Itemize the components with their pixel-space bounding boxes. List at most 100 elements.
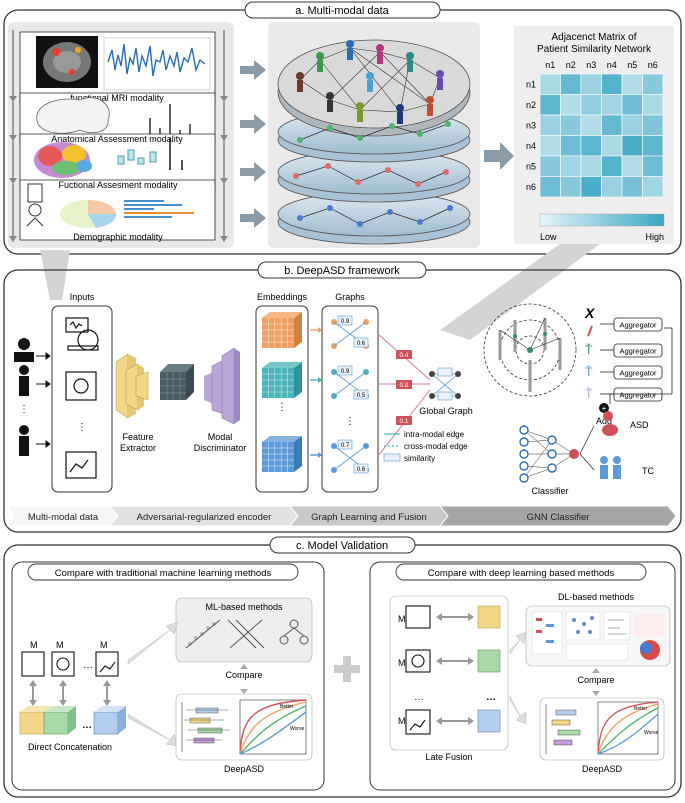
concat-cubes (19, 706, 126, 735)
panel-a: a. Multi-modal data functional MRI (3, 1, 682, 255)
matrix-cell (642, 73, 664, 95)
lf-arrows (436, 613, 474, 725)
inputs-label: Inputs (70, 292, 95, 302)
tau3-symbol-icon: Ť (585, 386, 593, 401)
edge-weight-box (337, 315, 353, 326)
modal-disc-label-2: Discriminator (194, 443, 247, 453)
fusion-weight-box (396, 350, 412, 359)
matrix-cell (642, 114, 664, 136)
matrix-cell (539, 73, 561, 95)
edge-weight-box (337, 439, 353, 450)
ml-compare-arrows (240, 664, 248, 694)
ml-deepasd-label: DeepASD (224, 764, 265, 774)
late-fusion-label: Late Fusion (425, 752, 472, 762)
embedding-cube (262, 318, 294, 348)
monitor-icon (65, 317, 89, 333)
brain-report-icon (65, 371, 97, 401)
fmri-signal-box (103, 37, 211, 91)
concat-arrows (29, 680, 111, 706)
matrix-col-label: n1 (545, 60, 555, 70)
subject-icons: ⋮ (14, 338, 34, 456)
edge-weight-value: 0.5 (357, 393, 366, 399)
embedding-cubes (262, 312, 302, 472)
callout-wedge-left (40, 250, 70, 300)
stack-triangles (9, 96, 228, 242)
panel-b: b. DeepASD framework ⋮ Inputs ⋮ (3, 244, 682, 533)
classifier-label: Classifier (531, 486, 568, 496)
ml-roc-better: Better (280, 704, 294, 710)
matrix-cell (621, 176, 643, 198)
matrix-col-label: n5 (627, 60, 637, 70)
patient-figures (296, 40, 444, 124)
matrix-col-label: n6 (648, 60, 658, 70)
matrix-cell (580, 114, 602, 136)
panel-a-title-pill (244, 1, 441, 19)
matrix-cell (580, 155, 602, 177)
edge-weight-value: 0.9 (341, 369, 350, 375)
legend-similarity-swatch (383, 453, 401, 462)
edge-weight-box (353, 389, 369, 400)
to-matrix-arrow (484, 142, 514, 170)
fusion-weight-value: 0.4 (399, 352, 408, 359)
matrix-row-label: n4 (526, 141, 536, 151)
modal-discriminator-icon (204, 347, 240, 425)
embedding-cube-top (262, 436, 302, 442)
func-boxplots (117, 138, 183, 170)
lf-m1-monitor-icon (405, 605, 431, 629)
global-graph-label: Global Graph (419, 406, 473, 416)
matrix-cell (621, 73, 643, 95)
global-graph-icon (429, 367, 461, 401)
stage-label: GNN Classifier (527, 512, 590, 523)
layer-nodes (293, 121, 453, 227)
matrix-col-label: n2 (566, 60, 576, 70)
ml-compare-title-pill (27, 563, 299, 581)
dl-compare-frame (369, 561, 676, 791)
fusion-weights: 0.40.80.1 (396, 350, 412, 425)
matrix-cell (580, 176, 602, 198)
embedding-cube-side (294, 312, 302, 348)
add-label: Add (596, 416, 612, 426)
dl-compare-title: Compare with deep learning based methods (428, 568, 615, 579)
aggregator-label: Aggregator (619, 321, 657, 330)
fusion-weight-value: 0.8 (399, 382, 408, 389)
matrix-cell (621, 135, 643, 157)
matrix-cell (560, 114, 582, 136)
dl-roc-better: Better (634, 706, 648, 712)
callout-wedge-right (440, 244, 600, 340)
matrix-row-label: n2 (526, 100, 536, 110)
lf-m2: M (398, 658, 406, 668)
matrix-cell (539, 114, 561, 136)
classifier-outputs (579, 425, 595, 471)
lf-mk-chart-icon (405, 709, 431, 735)
matrix-cell (560, 94, 582, 116)
matrix-high-label: High (645, 232, 664, 242)
matrix-row-label: n3 (526, 120, 536, 130)
graphs-label: Graphs (335, 292, 365, 302)
lf-m2-brain-icon (405, 649, 431, 673)
demographic-pie-icon (60, 200, 117, 228)
add-plus: + (602, 404, 607, 413)
edge-weight-boxes: 0.90.60.90.50.70.6 (337, 315, 369, 474)
subject-arrows (36, 352, 51, 448)
modality-label-func: Fuctional Assesment modality (58, 180, 178, 190)
aggregator-label: Aggregator (619, 347, 657, 356)
matrix-title-1: Adjacenct Matrix of (551, 32, 636, 43)
ml-deepasd-roc (239, 699, 307, 755)
latent-cube-icon (160, 364, 194, 400)
mk-chart-icon (95, 651, 119, 677)
demographic-bars (124, 200, 194, 218)
dl-deepasd-roc (597, 701, 659, 755)
matrix-cell (560, 176, 582, 198)
embedding-cube-side (294, 436, 302, 472)
lf-mk: M (398, 716, 406, 726)
late-fusion-icons (405, 605, 431, 735)
edge-weight-value: 0.6 (357, 467, 366, 473)
embeddings-label: Embeddings (257, 292, 308, 302)
ml-roc-worse: Worse (290, 726, 305, 732)
m2-brain-icon (51, 651, 75, 677)
lf-dots-left: … (414, 692, 424, 703)
matrix-row-label: n6 (526, 182, 536, 192)
